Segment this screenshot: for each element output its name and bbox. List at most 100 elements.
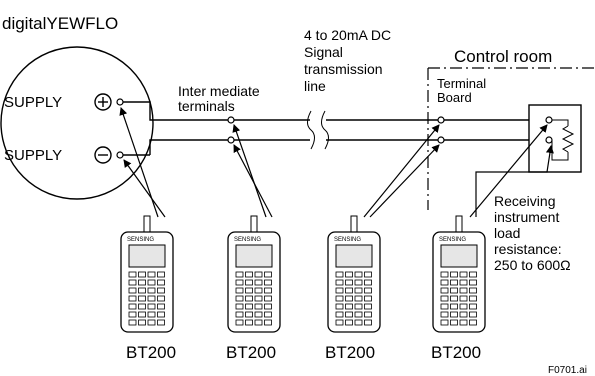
keypad-key: [128, 303, 137, 310]
keypad-key: [354, 287, 363, 294]
plus-terminal-icon: [94, 93, 112, 111]
keypad-key: [157, 279, 165, 286]
keypad-key: [440, 311, 449, 318]
keypad-key: [354, 279, 363, 286]
keypad-key: [128, 319, 137, 326]
keypad-key: [345, 319, 353, 326]
keypad-key: [469, 311, 477, 318]
keypad-key: [335, 295, 344, 302]
brand-mark: SENSING: [439, 237, 466, 243]
keypad-key: [450, 303, 458, 310]
control-room-label: Control room: [454, 47, 552, 66]
keypad-key: [235, 295, 244, 302]
keypad-key: [335, 311, 344, 318]
lcd-screen: [235, 244, 273, 268]
signal-line-label-1: 4 to 20mA DC: [304, 27, 391, 43]
keypad-key: [245, 287, 253, 294]
keypad-key: [235, 303, 244, 310]
brand-mark: SENSING: [334, 237, 361, 243]
keypad-key: [138, 279, 146, 286]
keypad-key: [440, 319, 449, 326]
keypad-key: [440, 279, 449, 286]
keypad-key: [364, 303, 372, 310]
keypad-key: [345, 295, 353, 302]
keypad-key: [147, 303, 156, 310]
keypad-key: [254, 319, 263, 326]
bt200-handheld: SENSING: [227, 215, 281, 333]
keypad-key: [335, 271, 344, 278]
keypad-key: [245, 279, 253, 286]
keypad-key: [364, 295, 372, 302]
brand-mark: SENSING: [234, 237, 261, 243]
keypad-key: [254, 295, 263, 302]
keypad-key: [469, 271, 477, 278]
keypad-key: [354, 319, 363, 326]
keypad-key: [264, 303, 272, 310]
keypad-key: [264, 271, 272, 278]
keypad-key: [157, 287, 165, 294]
brand-mark: SENSING: [127, 237, 154, 243]
signal-line-label-3: transmission: [304, 61, 383, 77]
keypad-key: [235, 271, 244, 278]
lcd-screen: [440, 244, 478, 268]
keypad-key: [254, 287, 263, 294]
bt200-label-2: BT200: [226, 343, 276, 362]
keypad-key: [138, 319, 146, 326]
keypad-key: [157, 271, 165, 278]
figure-id: F0701.ai: [548, 365, 587, 376]
keypad-key: [245, 319, 253, 326]
keypad-key: [138, 303, 146, 310]
keypad-key: [245, 303, 253, 310]
keypad-key: [459, 295, 468, 302]
bt200-label-1: BT200: [126, 343, 176, 362]
receiver-terminal-lower: [545, 136, 553, 144]
bt200-handheld: SENSING: [432, 215, 486, 333]
intermediate-terminal-lower: [227, 136, 235, 144]
receiving-instrument-label-4: resistance:: [494, 241, 562, 257]
keypad-key: [345, 271, 353, 278]
probe-leads: [119, 107, 554, 218]
keypad-key: [138, 287, 146, 294]
bt200-label-4: BT200: [431, 343, 481, 362]
receiving-instrument-label-2: instrument: [494, 209, 559, 225]
supply-minus-node: [116, 151, 124, 159]
supply-plus-label: SUPPLY: [4, 94, 62, 111]
keypad-key: [264, 287, 272, 294]
keypad-key: [469, 287, 477, 294]
minus-terminal-icon: [94, 146, 112, 164]
keypad-key: [440, 303, 449, 310]
keypad-key: [450, 287, 458, 294]
keypad-key: [440, 287, 449, 294]
keypad-key: [245, 295, 253, 302]
keypad-key: [335, 319, 344, 326]
supply-plus-node: [116, 98, 124, 106]
supply-minus-label: SUPPLY: [4, 147, 62, 164]
terminal-board-label-2: Board: [437, 90, 472, 105]
keypad-key: [459, 311, 468, 318]
keypad-key: [450, 319, 458, 326]
keypad-key: [235, 319, 244, 326]
keypad-key: [235, 279, 244, 286]
keypad-key: [364, 279, 372, 286]
keypad-key: [254, 311, 263, 318]
keypad-key: [354, 295, 363, 302]
handheld-terminals: SENSING SENSING SENSING SENSING: [120, 215, 486, 333]
flowmeter-housing: [0, 46, 154, 200]
receiving-instrument-label-1: Receiving: [494, 193, 555, 209]
keypad-key: [128, 271, 137, 278]
keypad-key: [364, 319, 372, 326]
keypad-key: [264, 295, 272, 302]
keypad-key: [450, 311, 458, 318]
receiver-terminal-upper: [545, 116, 553, 124]
keypad-key: [450, 271, 458, 278]
keypad-key: [459, 303, 468, 310]
keypad-key: [138, 295, 146, 302]
intermediate-terminals-label-2: terminals: [178, 98, 235, 114]
receiving-instrument-box: [528, 104, 582, 173]
keypad-key: [147, 319, 156, 326]
signal-line-label-2: Signal: [304, 44, 343, 60]
wire-break-symbol: [307, 110, 329, 150]
bt200-label-3: BT200: [325, 343, 375, 362]
bt200-handheld: SENSING: [120, 215, 174, 333]
keypad-key: [364, 271, 372, 278]
